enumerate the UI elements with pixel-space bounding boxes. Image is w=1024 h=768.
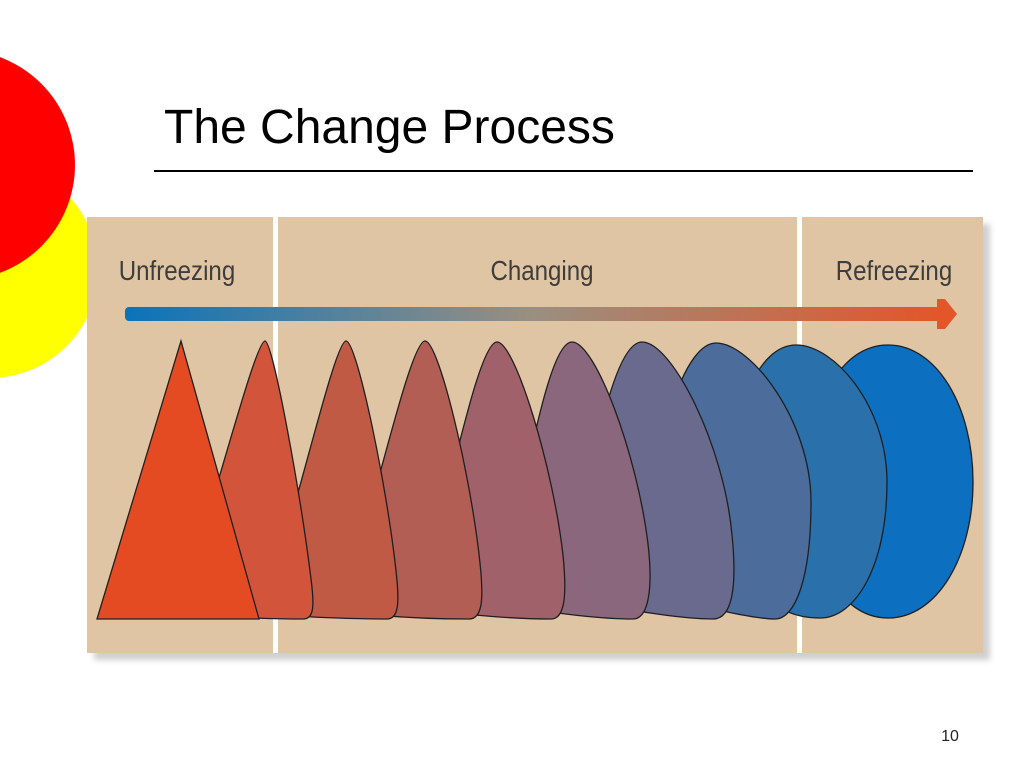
morphing-shapes (96, 338, 974, 620)
slide-title: The Change Process (164, 101, 615, 154)
red-circle (0, 57, 75, 273)
stage-shape-1 (96, 338, 260, 620)
arrow-head (937, 299, 957, 329)
phase-label-refreezing: Refreezing (836, 254, 952, 286)
phase-label-unfreezing: Unfreezing (119, 254, 235, 286)
change-process-diagram: Unfreezing Changing Refreezing (87, 217, 983, 653)
page-number: 10 (941, 728, 959, 745)
decorative-circles (0, 57, 98, 378)
progression-arrow (125, 299, 957, 329)
arrow-shaft (125, 307, 940, 321)
phase-label-changing: Changing (490, 254, 593, 286)
title-divider (154, 170, 973, 172)
